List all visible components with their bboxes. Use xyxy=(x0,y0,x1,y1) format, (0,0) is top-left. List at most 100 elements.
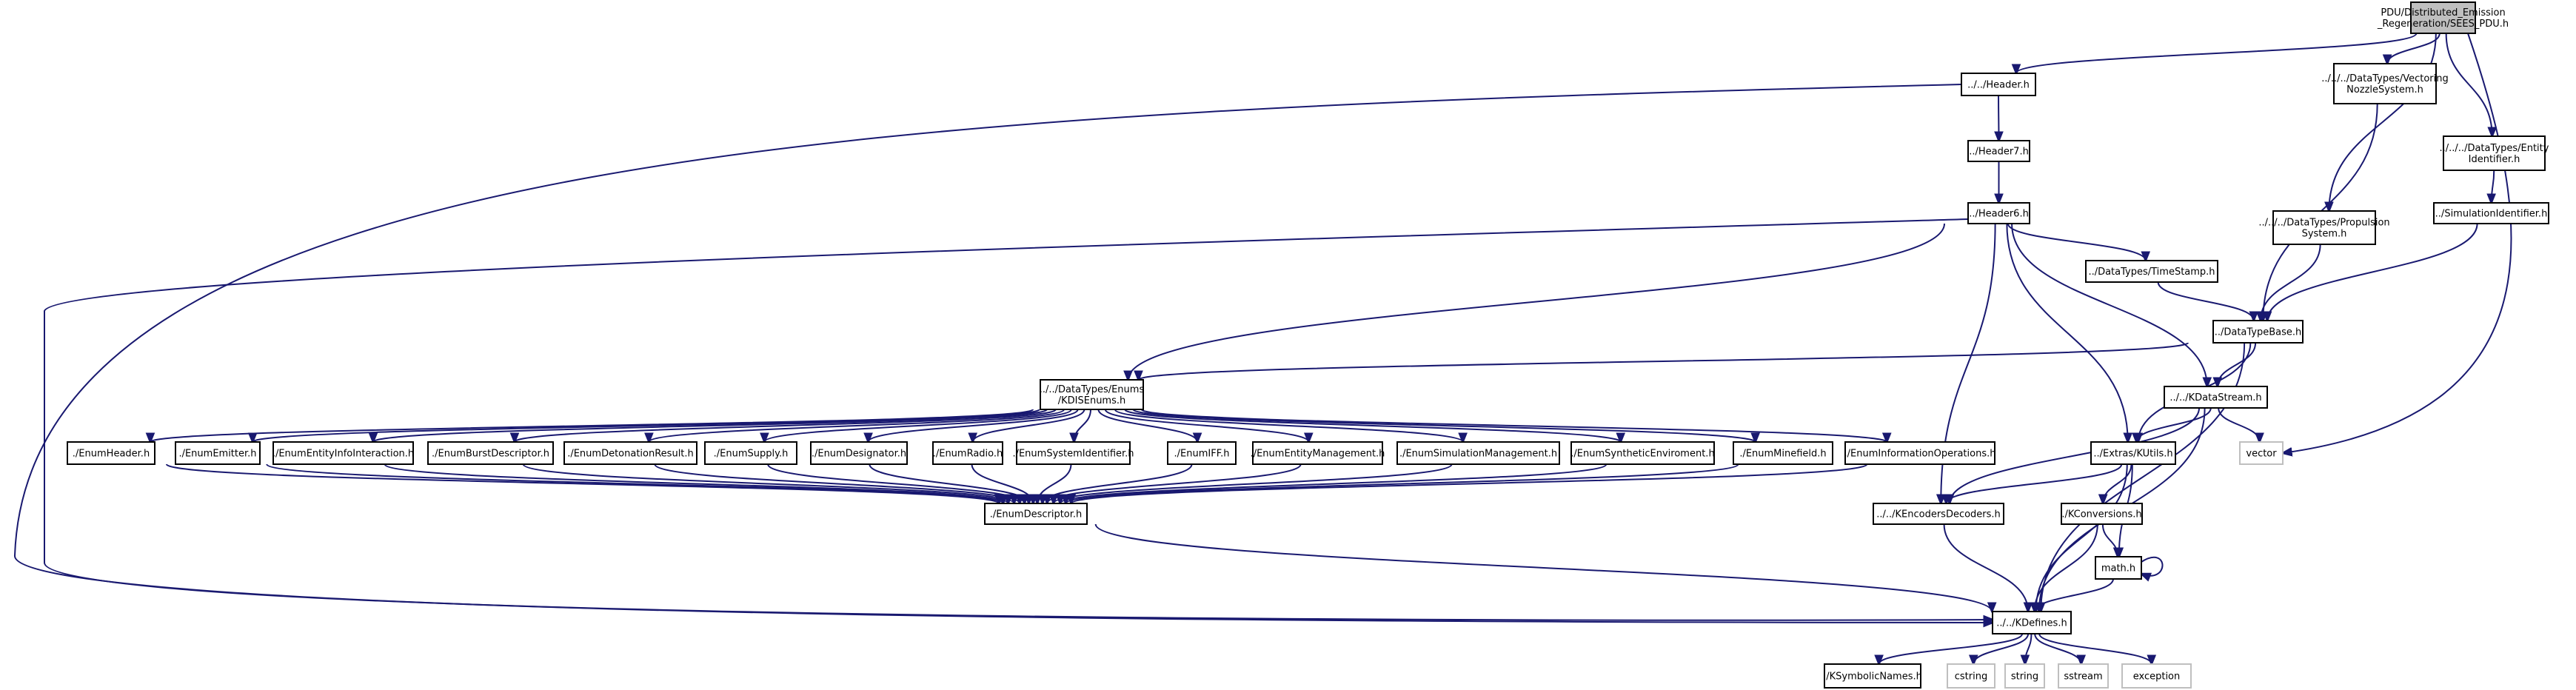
node-box-esimm xyxy=(1396,441,1560,465)
node-label-simid-0: ../SimulationIdentifier.h xyxy=(2435,209,2548,220)
node-math[interactable]: math.h xyxy=(2095,556,2142,580)
node-emine[interactable]: ./EnumMinefield.h xyxy=(1733,441,1833,465)
node-header6[interactable]: ../Header6.h xyxy=(1967,202,2030,224)
node-einfop[interactable]: ./EnumInformationOperations.h xyxy=(1844,441,1996,465)
edge-timestamp-to-dtb xyxy=(2157,281,2254,321)
edge-einfo-to-edesc xyxy=(384,463,1008,503)
node-box-entid xyxy=(2443,135,2546,171)
node-esynth[interactable]: ./EnumSyntheticEnviroment.h xyxy=(1570,441,1715,465)
edge-eburst-to-edesc xyxy=(522,463,1014,503)
node-kenc[interactable]: ../../KEncodersDecoders.h xyxy=(1873,503,2004,525)
edge-header6-to-kutils xyxy=(2006,223,2127,442)
node-label-sstream-0: sstream xyxy=(2064,671,2102,683)
node-kdis[interactable]: ../../DataTypes/Enums/KDISEnums.h xyxy=(1040,379,1145,410)
node-label-kds-0: ../../KDataStream.h xyxy=(2169,392,2261,403)
node-box-dtb xyxy=(2212,320,2304,344)
node-timestamp[interactable]: ../DataTypes/TimeStamp.h xyxy=(2085,260,2218,283)
node-simid[interactable]: ../SimulationIdentifier.h xyxy=(2433,202,2549,224)
node-ksym[interactable]: ./KSymbolicNames.h xyxy=(1823,663,1922,689)
edge-header6-to-timestamp xyxy=(2007,223,2146,261)
edge-kutils-to-kdef xyxy=(2035,463,2128,612)
edge-kdis-to-eentm xyxy=(1104,409,1309,442)
node-dtb[interactable]: ../DataTypeBase.h xyxy=(2212,320,2304,344)
edge-kds-to-kenc xyxy=(1950,407,2201,503)
edge-esynth-to-edesc xyxy=(1060,463,1608,503)
edge-root-to-vector xyxy=(2283,33,2512,453)
node-box-root xyxy=(2410,1,2476,34)
node-esup[interactable]: ./EnumSupply.h xyxy=(704,441,797,465)
edge-kconv-to-kdef xyxy=(2035,523,2098,612)
node-label-kdis-0: ../../DataTypes/Enums xyxy=(1040,384,1145,395)
node-eemit[interactable]: ./EnumEmitter.h xyxy=(175,441,261,465)
edge-root-to-vect xyxy=(2387,33,2440,64)
node-box-kenc xyxy=(1873,503,2004,525)
node-box-string xyxy=(2004,663,2045,689)
node-label-entid-0: ../../../DataTypes/Entity xyxy=(2440,143,2549,154)
node-label-esimm-0: ./EnumSimulationManagement.h xyxy=(1399,449,1557,460)
node-label-header6-0: ../Header6.h xyxy=(1969,209,2029,220)
node-eburst[interactable]: ./EnumBurstDescriptor.h xyxy=(427,441,554,465)
edge-kdis-to-eradio xyxy=(973,409,1085,442)
node-eradio[interactable]: ./EnumRadio.h xyxy=(932,441,1003,465)
edge-root-to-header xyxy=(2016,33,2418,73)
node-edet[interactable]: ./EnumDetonationResult.h xyxy=(563,441,697,465)
edge-kds-to-kutils xyxy=(2136,407,2212,442)
node-label-esysid-0: ./EnumSystemIdentifier.h xyxy=(1012,449,1134,460)
node-box-math xyxy=(2095,556,2142,580)
node-einfo[interactable]: ./EnumEntityInfoInteraction.h xyxy=(272,441,414,465)
node-label-emine-0: ./EnumMinefield.h xyxy=(1739,449,1826,460)
node-label-einfo-0: ./EnumEntityInfoInteraction.h xyxy=(272,449,414,460)
node-box-kds xyxy=(2164,386,2268,409)
node-label-edet-0: ./EnumDetonationResult.h xyxy=(567,449,694,460)
edge-math-to-kdef xyxy=(2035,578,2114,612)
node-sstream: sstream xyxy=(2058,663,2109,689)
node-label-entid-1: Identifier.h xyxy=(2469,154,2520,165)
edge-edet-to-edesc xyxy=(654,463,1020,503)
node-esimm[interactable]: ./EnumSimulationManagement.h xyxy=(1396,441,1560,465)
edge-header-to-kdef xyxy=(13,84,1993,623)
node-box-esysid xyxy=(1016,441,1131,465)
node-label-vect-1: NozzleSystem.h xyxy=(2346,84,2423,96)
node-edesig[interactable]: ./EnumDesignator.h xyxy=(810,441,908,465)
node-eiff[interactable]: ./EnumIFF.h xyxy=(1167,441,1237,465)
node-label-kdef-0: ../../KDefines.h xyxy=(1996,618,2067,629)
node-kdef[interactable]: ../../KDefines.h xyxy=(1992,611,2072,634)
edge-kdef-to-cstring xyxy=(1973,633,2030,664)
node-box-eentm xyxy=(1252,441,1383,465)
node-esysid[interactable]: ./EnumSystemIdentifier.h xyxy=(1012,441,1134,465)
edge-kdis-to-esimm xyxy=(1114,409,1463,442)
edge-eemit-to-edesc xyxy=(266,463,1003,503)
node-kds[interactable]: ../../KDataStream.h xyxy=(2164,386,2268,409)
node-label-eiff-0: ./EnumIFF.h xyxy=(1174,449,1230,460)
node-eheader[interactable]: ./EnumHeader.h xyxy=(67,441,155,465)
node-label-eradio-0: ./EnumRadio.h xyxy=(933,449,1003,460)
node-header7[interactable]: ../Header7.h xyxy=(1967,140,2030,162)
node-kconv[interactable]: ./KConversions.h xyxy=(2061,503,2143,525)
node-label-eheader-0: ./EnumHeader.h xyxy=(73,449,150,460)
node-box-einfop xyxy=(1844,441,1995,465)
node-edesc[interactable]: ./EnumDescriptor.h xyxy=(984,503,1088,525)
edge-kdis-to-edesig xyxy=(869,409,1079,442)
node-box-vect xyxy=(2333,63,2437,104)
node-box-emine xyxy=(1733,441,1833,465)
node-label-root-1: _Regeneration/SEES_PDU.h xyxy=(2377,19,2509,30)
node-label-dtb-0: ../DataTypeBase.h xyxy=(2215,327,2302,338)
node-box-sstream xyxy=(2058,663,2109,689)
node-vect[interactable]: ../../../DataTypes/VectoringNozzleSystem… xyxy=(2321,63,2449,104)
node-label-edesc-0: ./EnumDescriptor.h xyxy=(990,509,1083,520)
edge-kdis-to-esysid xyxy=(1074,409,1091,442)
node-box-ksym xyxy=(1824,663,1921,689)
node-box-kconv xyxy=(2061,503,2143,525)
node-eentm[interactable]: ./EnumEntityManagement.h xyxy=(1251,441,1385,465)
edge-kdef-to-string xyxy=(2025,633,2033,664)
node-label-eburst-0: ./EnumBurstDescriptor.h xyxy=(432,449,549,460)
edge-kdis-to-eheader xyxy=(150,409,1034,442)
node-header[interactable]: ../../Header.h xyxy=(1961,73,2036,96)
node-kutils[interactable]: ../Extras/KUtils.h xyxy=(2090,441,2176,465)
node-label-kutils-0: ../Extras/KUtils.h xyxy=(2093,449,2172,460)
node-box-edet xyxy=(563,441,697,465)
edge-kdef-to-exception xyxy=(2038,633,2152,664)
edge-kds-to-vector xyxy=(2218,407,2259,442)
